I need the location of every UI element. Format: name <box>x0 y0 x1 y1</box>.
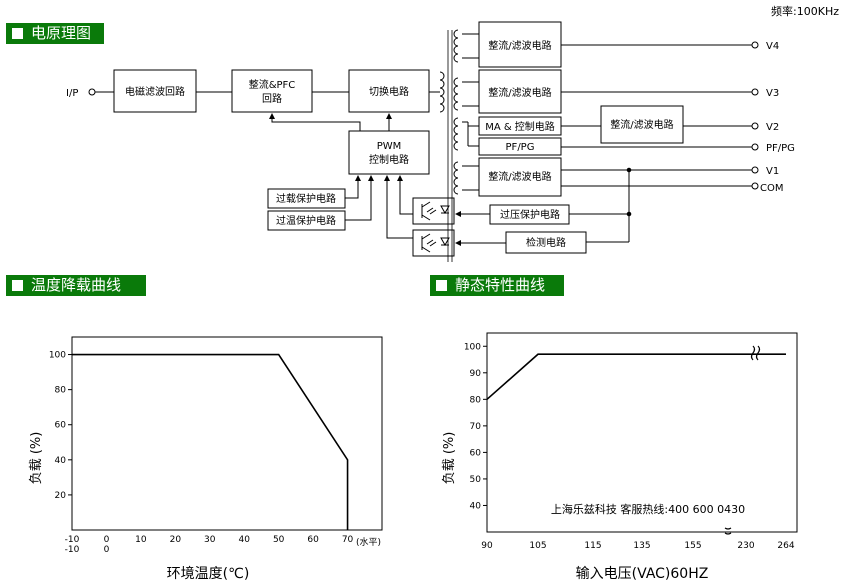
derating-x-tick-label-row2: -10 <box>65 545 80 555</box>
output-v2-label: V2 <box>766 122 779 133</box>
derating-y-tick-label: 20 <box>55 491 67 501</box>
optocoupler-top <box>412 197 455 225</box>
rectifier-filter-label-v1: 整流/滤波电路 <box>488 170 551 183</box>
derating-x-tick-label: 60 <box>307 535 319 545</box>
pwm-label-2: 控制电路 <box>369 153 409 166</box>
section-title: 温度降载曲线 <box>31 276 122 294</box>
derating-y-axis-label: 负载 (%) <box>29 432 44 485</box>
emi-filter-box <box>113 69 197 113</box>
secondary-coil-v4 <box>453 29 459 63</box>
pwm-control-box <box>348 130 430 175</box>
secondary-coil-v2 <box>453 117 459 151</box>
derating-x-unit-note: (水平) <box>356 536 381 548</box>
output-v1-label: V1 <box>766 166 779 177</box>
overvoltage-label: 过压保护电路 <box>500 208 560 221</box>
emi-filter-label: 电磁滤波回路 <box>125 85 185 98</box>
rectifier-filter-box-v2 <box>600 105 684 144</box>
secondary-coil-v3 <box>453 77 459 111</box>
output-v3-label: V3 <box>766 88 779 99</box>
transformer-primary-coil <box>439 71 445 113</box>
derating-x-axis-label: 环境温度(℃) <box>167 566 250 582</box>
static-plot-frame <box>486 332 798 533</box>
frequency-label: 频率:100KHz <box>771 5 839 18</box>
switching-box <box>348 69 430 113</box>
opto-symbol-icon <box>421 201 450 253</box>
static-x-axis-label: 输入电压(VAC)60HZ <box>576 566 709 582</box>
derating-x-tick-label: 0 <box>104 535 110 545</box>
static-watermark-annotation: 上海乐兹科技 客服热线:400 600 0430 <box>551 502 745 516</box>
static-x-tick-label: 264 <box>777 541 794 551</box>
rectifier-pfc-label-2: 回路 <box>262 92 282 105</box>
section-header-schematic: 电原理图 <box>6 23 104 44</box>
rectifier-pfc-label-1: 整流&PFC <box>249 78 296 91</box>
static-chart: 40 50 60 70 80 90 100 90 105 115 135 155 230 264 上海乐… <box>442 332 798 582</box>
output-pfpg-label: PF/PG <box>766 143 795 154</box>
derating-x-tick-label: 20 <box>170 535 182 545</box>
section-title: 电原理图 <box>31 24 92 42</box>
static-x-tick-label: 105 <box>529 541 546 551</box>
static-y-tick-label: 80 <box>470 395 482 405</box>
ma-control-label: MA & 控制电路 <box>485 120 555 133</box>
switching-label: 切换电路 <box>369 85 409 98</box>
static-x-tick-label: 115 <box>584 541 601 551</box>
derating-x-tick-label: 30 <box>204 535 216 545</box>
detection-label: 检测电路 <box>526 236 566 249</box>
rectifier-filter-label-v2: 整流/滤波电路 <box>610 118 673 131</box>
secondary-coil-v1 <box>453 161 459 195</box>
static-y-tick-label: 40 <box>470 501 482 511</box>
pwm-label-1: PWM <box>377 141 402 152</box>
optocoupler-bottom <box>412 229 455 257</box>
input-label: I/P <box>66 88 78 99</box>
overvoltage-protection-box <box>489 204 570 225</box>
static-y-tick-label: 60 <box>470 448 482 458</box>
overtemp-label: 过温保护电路 <box>276 214 336 227</box>
static-y-axis-label: 负载 (%) <box>442 432 457 485</box>
derating-series-line <box>72 353 349 530</box>
derating-x-tick-label: -10 <box>65 535 80 545</box>
static-x-tick-label: 155 <box>684 541 701 551</box>
section-title: 静态特性曲线 <box>455 276 546 294</box>
overload-label: 过载保护电路 <box>276 192 336 205</box>
static-x-tick-label: 135 <box>633 541 650 551</box>
section-header-derating: 温度降载曲线 <box>6 275 146 296</box>
static-y-tick-label: 50 <box>470 475 482 485</box>
rectifier-filter-box-v1 <box>478 157 562 197</box>
square-bullet-icon <box>436 280 447 291</box>
static-x-tick-label: 230 <box>737 541 754 551</box>
square-bullet-icon <box>12 28 23 39</box>
input-terminal <box>88 88 96 96</box>
schematic-diagram: I/P 电磁滤波回路 整流&PFC 回路 切换电路 整 <box>66 21 795 262</box>
derating-x-tick-label: 10 <box>135 535 147 545</box>
derating-x-tick-label-row2: 0 <box>104 545 110 555</box>
static-series-line <box>486 353 786 400</box>
derating-y-tick-label: 40 <box>55 456 67 466</box>
derating-x-tick-label: 40 <box>238 535 250 545</box>
rectifier-filter-label-v4: 整流/滤波电路 <box>488 39 551 52</box>
derating-plot-frame <box>71 336 383 531</box>
axis-break-icon <box>724 345 761 535</box>
detection-box <box>505 231 587 254</box>
static-y-tick-label: 100 <box>464 342 481 352</box>
derating-y-tick-label: 100 <box>49 351 66 361</box>
static-x-tick-label: 90 <box>481 541 493 551</box>
derating-x-tick-label: 50 <box>273 535 285 545</box>
section-header-static: 静态特性曲线 <box>430 275 564 296</box>
output-v4-label: V4 <box>766 41 779 52</box>
static-y-tick-label: 90 <box>470 369 482 379</box>
derating-y-tick-label: 60 <box>55 421 67 431</box>
rectifier-pfc-box <box>231 69 313 113</box>
pfpg-box-label: PF/PG <box>506 142 535 153</box>
output-com-label: COM <box>760 183 783 194</box>
square-bullet-icon <box>12 280 23 291</box>
rectifier-filter-label-v3: 整流/滤波电路 <box>488 86 551 99</box>
derating-x-tick-label: 70 <box>342 535 354 545</box>
derating-y-tick-label: 80 <box>55 386 67 396</box>
static-y-tick-label: 70 <box>470 422 482 432</box>
